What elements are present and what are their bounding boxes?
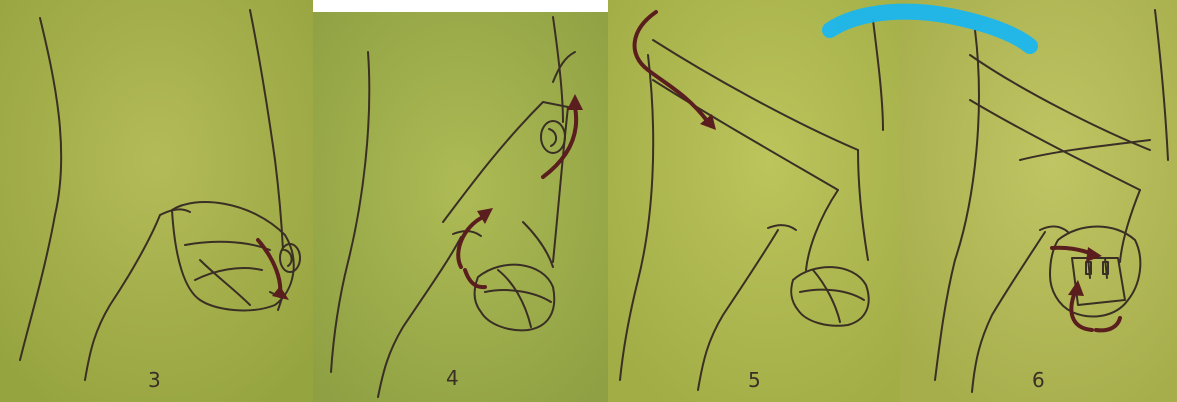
step-panel-4: 4 (313, 12, 608, 402)
step-panel-3: 3 (0, 0, 313, 402)
step-label-4: 4 (446, 366, 459, 390)
step-4-illustration (313, 12, 608, 402)
step-label-6: 6 (1032, 368, 1045, 392)
partial-ring-watermark-icon (800, 0, 1060, 70)
step-label-3: 3 (148, 368, 161, 392)
step-label-5: 5 (748, 368, 761, 392)
step-3-illustration (0, 0, 313, 402)
